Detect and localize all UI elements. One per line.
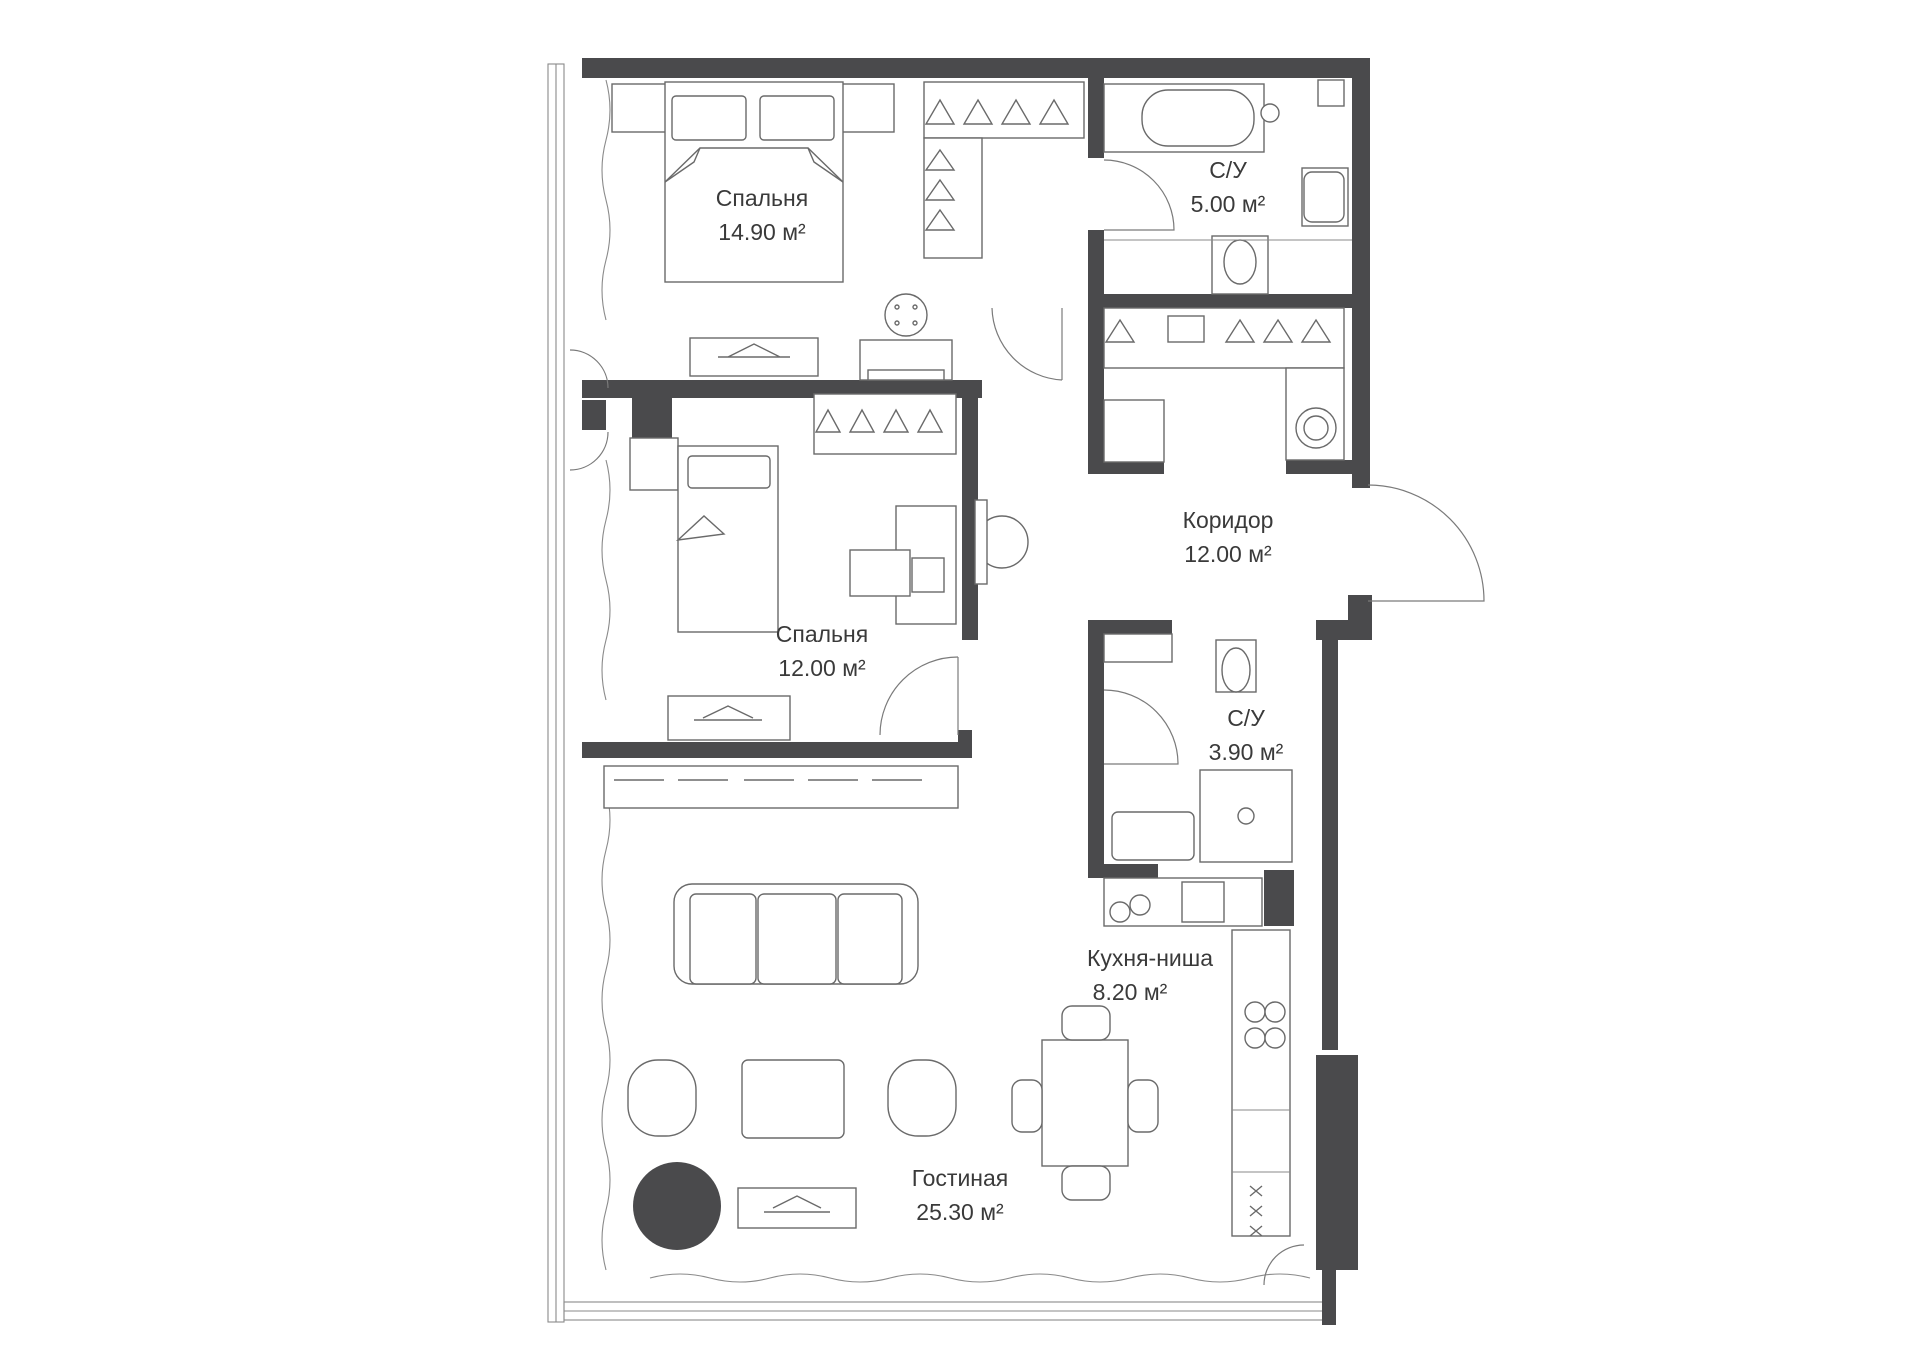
bathroom2-area: 3.90 м² <box>1209 739 1284 765</box>
bathroom1-furniture <box>1103 79 1352 295</box>
bathroom1-area: 5.00 м² <box>1191 191 1266 217</box>
living-furniture <box>603 765 1159 1250</box>
bedroom1-furniture <box>611 81 1085 381</box>
living-label: Гостиная <box>912 1165 1009 1191</box>
bedroom1-label: Спальня <box>716 185 808 211</box>
room-labels: Спальня 14.90 м² С/У 5.00 м² Коридор 12.… <box>716 157 1284 1225</box>
corridor-area: 12.00 м² <box>1184 541 1272 567</box>
kitchen-label: Кухня-ниша <box>1087 945 1213 971</box>
bathroom2-furniture <box>1103 633 1293 863</box>
bedroom2-furniture <box>629 393 1029 741</box>
bedroom2-label: Спальня <box>776 621 868 647</box>
bathroom1-label: С/У <box>1209 157 1247 183</box>
kitchen-furniture <box>1103 877 1291 1237</box>
bathroom2-label: С/У <box>1227 705 1265 731</box>
living-area: 25.30 м² <box>916 1199 1004 1225</box>
window-glazing <box>547 63 1325 1323</box>
doors <box>569 159 1485 1286</box>
kitchen-area: 8.20 м² <box>1093 979 1168 1005</box>
bedroom2-area: 12.00 м² <box>778 655 866 681</box>
wardrobe-furniture <box>1103 307 1345 463</box>
bedroom1-area: 14.90 м² <box>718 219 806 245</box>
walls <box>582 58 1372 1325</box>
corridor-label: Коридор <box>1183 507 1274 533</box>
